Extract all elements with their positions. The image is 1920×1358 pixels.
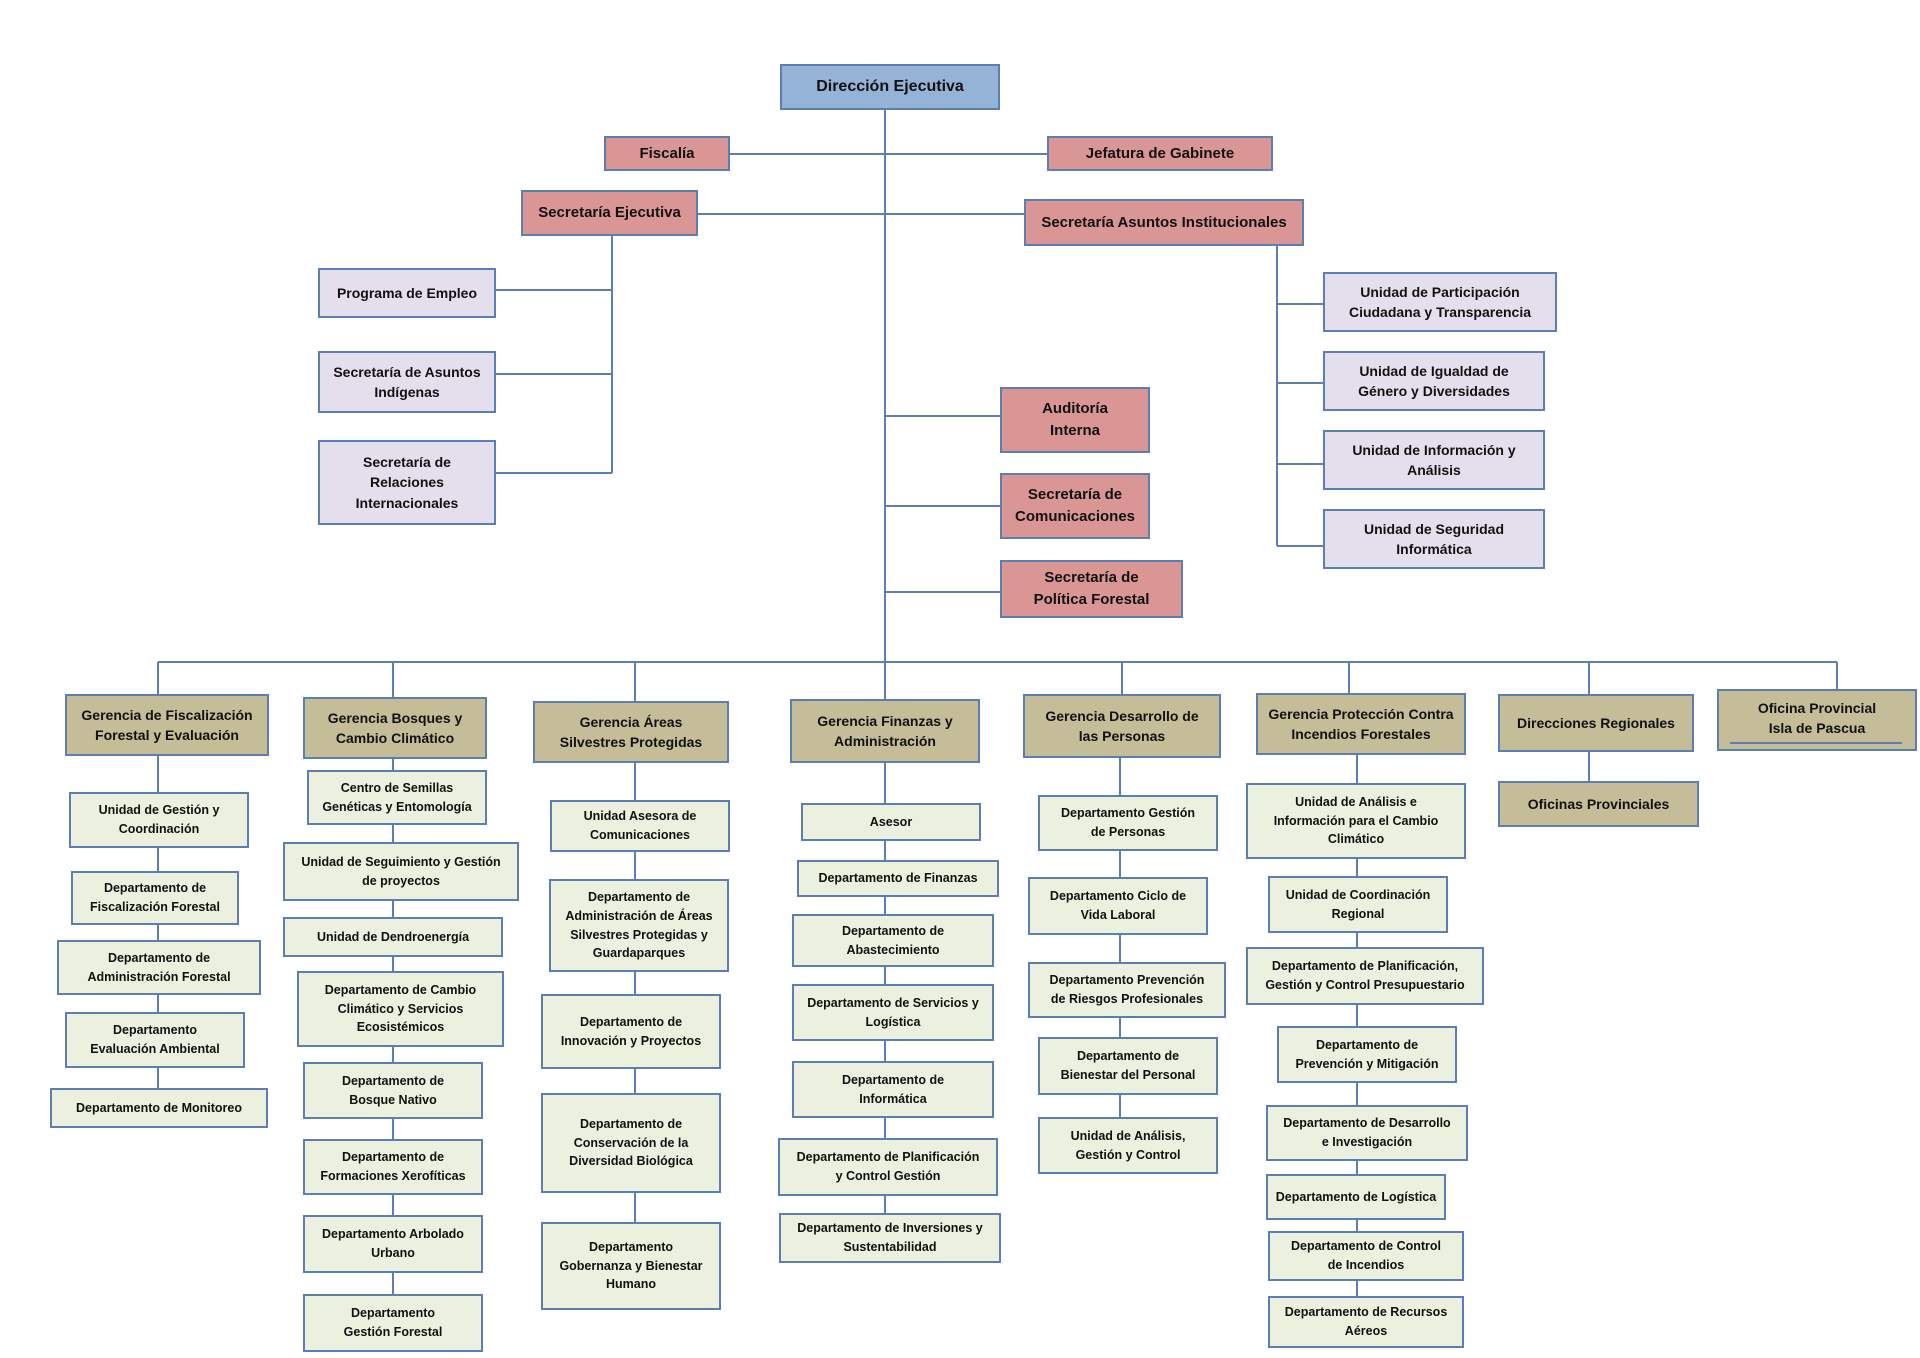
node-centro-semillas: Centro de Semillas Genéticas y Entomolog… — [307, 770, 487, 825]
node-depto-administracion-forestal: Departamento de Administración Forestal — [57, 940, 261, 995]
node-asesor: Asesor — [801, 803, 981, 841]
node-unidad-dendroenergia: Unidad de Dendroenergía — [283, 917, 503, 957]
node-gerencia-fiscalizacion: Gerencia de Fiscalización Forestal y Eva… — [65, 694, 269, 756]
node-gerencia-proteccion-incendios: Gerencia Protección Contra Incendios For… — [1256, 693, 1466, 755]
node-unidad-seguridad: Unidad de Seguridad Informática — [1323, 509, 1545, 569]
node-jefatura-gabinete: Jefatura de Gabinete — [1047, 136, 1273, 171]
node-depto-gestion-forestal: Departamento Gestión Forestal — [303, 1294, 483, 1352]
node-depto-prevencion-riesgos: Departamento Prevención de Riesgos Profe… — [1028, 962, 1226, 1018]
node-gerencia-bosques: Gerencia Bosques y Cambio Climático — [303, 697, 487, 759]
node-secretaria-comunicaciones: Secretaría de Comunicaciones — [1000, 473, 1150, 539]
node-unidad-igualdad: Unidad de Igualdad de Género y Diversida… — [1323, 351, 1545, 411]
node-depto-cambio-climatico: Departamento de Cambio Climático y Servi… — [297, 971, 504, 1047]
node-secretaria-ejecutiva: Secretaría Ejecutiva — [521, 190, 698, 236]
node-depto-fiscalizacion-forestal: Departamento de Fiscalización Forestal — [71, 871, 239, 925]
node-depto-prevencion-mitigacion: Departamento de Prevención y Mitigación — [1277, 1026, 1457, 1083]
node-depto-bienestar-personal: Departamento de Bienestar del Personal — [1038, 1037, 1218, 1095]
node-depto-recursos-aereos: Departamento de Recursos Aéreos — [1268, 1296, 1464, 1348]
node-secretaria-asuntos-indigenas: Secretaría de Asuntos Indígenas — [318, 351, 496, 413]
node-depto-inversiones-sustentabilidad: Departamento de Inversiones y Sustentabi… — [779, 1213, 1001, 1263]
node-depto-gobernanza-bienestar: Departamento Gobernanza y Bienestar Huma… — [541, 1222, 721, 1310]
node-depto-planificacion-presupuestario: Departamento de Planificación, Gestión y… — [1246, 947, 1484, 1005]
node-oficina-isla-pascua: Oficina Provincial Isla de Pascua — [1717, 689, 1917, 751]
node-depto-innovacion-proyectos: Departamento de Innovación y Proyectos — [541, 994, 721, 1069]
node-depto-control-incendios: Departamento de Control de Incendios — [1268, 1231, 1464, 1281]
node-depto-ciclo-vida-laboral: Departamento Ciclo de Vida Laboral — [1028, 877, 1208, 935]
node-gerencia-desarrollo-personas: Gerencia Desarrollo de las Personas — [1023, 694, 1221, 758]
node-secretaria-asuntos-institucionales: Secretaría Asuntos Institucionales — [1024, 199, 1304, 246]
node-depto-planificacion-control: Departamento de Planificación y Control … — [778, 1138, 998, 1196]
node-depto-evaluacion-ambiental: Departamento Evaluación Ambiental — [65, 1012, 245, 1068]
node-depto-administracion-areas: Departamento de Administración de Áreas … — [549, 879, 729, 972]
node-depto-logistica-incendios: Departamento de Logística — [1266, 1174, 1446, 1220]
node-depto-desarrollo-investigacion: Departamento de Desarrollo e Investigaci… — [1266, 1105, 1468, 1161]
node-depto-formaciones-xerofiticas: Departamento de Formaciones Xerofíticas — [303, 1139, 483, 1195]
node-depto-bosque-nativo: Departamento de Bosque Nativo — [303, 1062, 483, 1119]
node-direcciones-regionales: Direcciones Regionales — [1498, 694, 1694, 752]
node-depto-arbolado-urbano: Departamento Arbolado Urbano — [303, 1215, 483, 1273]
node-depto-servicios-logistica: Departamento de Servicios y Logística — [792, 984, 994, 1041]
node-secretaria-relaciones-internacionales: Secretaría de Relaciones Internacionales — [318, 440, 496, 525]
node-oficinas-provinciales: Oficinas Provinciales — [1498, 781, 1699, 827]
node-unidad-analisis-gestion: Unidad de Análisis, Gestión y Control — [1038, 1117, 1218, 1174]
node-unidad-analisis-cambio-climatico: Unidad de Análisis e Información para el… — [1246, 783, 1466, 859]
node-depto-conservacion-diversidad: Departamento de Conservación de la Diver… — [541, 1093, 721, 1193]
node-unidad-participacion: Unidad de Participación Ciudadana y Tran… — [1323, 272, 1557, 332]
node-unidad-seguimiento-proyectos: Unidad de Seguimiento y Gestión de proye… — [283, 842, 519, 901]
node-depto-monitoreo: Departamento de Monitoreo — [50, 1088, 268, 1128]
node-direccion-ejecutiva: Dirección Ejecutiva — [780, 64, 1000, 110]
node-secretaria-politica-forestal: Secretaría de Política Forestal — [1000, 560, 1183, 618]
node-depto-informatica: Departamento de Informática — [792, 1061, 994, 1118]
node-auditoria-interna: Auditoría Interna — [1000, 387, 1150, 453]
node-gerencia-finanzas: Gerencia Finanzas y Administración — [790, 699, 980, 763]
node-depto-abastecimiento: Departamento de Abastecimiento — [792, 914, 994, 967]
node-unidad-gestion-coordinacion: Unidad de Gestión y Coordinación — [69, 792, 249, 848]
node-unidad-coordinacion-regional: Unidad de Coordinación Regional — [1268, 876, 1448, 933]
node-unidad-informacion: Unidad de Información y Análisis — [1323, 430, 1545, 490]
node-depto-finanzas: Departamento de Finanzas — [797, 860, 999, 897]
node-programa-empleo: Programa de Empleo — [318, 268, 496, 318]
node-gerencia-areas-silvestres: Gerencia Áreas Silvestres Protegidas — [533, 701, 729, 763]
node-depto-gestion-personas: Departamento Gestión de Personas — [1038, 795, 1218, 851]
isla-pascua-underline — [1730, 742, 1902, 744]
node-fiscalia: Fiscalía — [604, 136, 730, 171]
node-unidad-asesora-comunicaciones: Unidad Asesora de Comunicaciones — [550, 800, 730, 852]
